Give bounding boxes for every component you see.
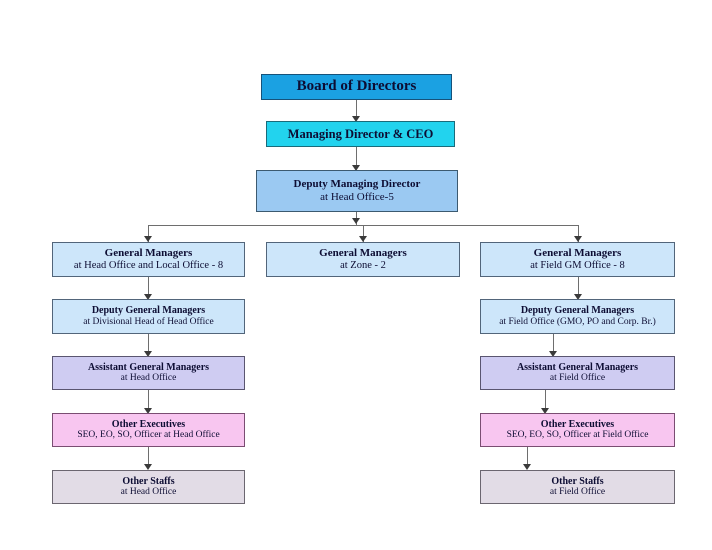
arrow-to-gm-zone [359, 236, 367, 242]
node-other-staffs-head-office-sub: at Head Office [120, 487, 177, 498]
arrow-dgm-to-agm-head-office [144, 351, 152, 357]
node-other-staffs-field-office-sub: at Field Office [549, 487, 606, 498]
node-general-managers-zone-sub: at Zone - 2 [340, 259, 386, 271]
connector-board-to-md [356, 100, 357, 118]
node-other-staffs-head-office[interactable]: Other Staffs at Head Office [52, 470, 245, 504]
node-assistant-general-managers-head-office[interactable]: Assistant General Managers at Head Offic… [52, 356, 245, 390]
arrow-to-gm-field [574, 236, 582, 242]
connector-exec-to-staff-field-office [527, 447, 528, 467]
arrow-agm-to-exec-field-office [541, 408, 549, 414]
arrow-gm-to-dgm-head-office [144, 294, 152, 300]
node-general-managers-zone[interactable]: General Managers at Zone - 2 [266, 242, 460, 277]
node-deputy-general-managers-field-office[interactable]: Deputy General Managers at Field Office … [480, 299, 675, 334]
arrow-gm-to-dgm-field-office [574, 294, 582, 300]
arrow-board-to-md [352, 116, 360, 122]
node-general-managers-head-office-sub: at Head Office and Local Office - 8 [73, 259, 224, 271]
node-other-staffs-head-office-title: Other Staffs [122, 475, 175, 487]
node-assistant-general-managers-head-office-title: Assistant General Managers [87, 361, 210, 373]
node-deputy-managing-director-sub: at Head Office-5 [320, 191, 394, 203]
arrow-dmd-bus [352, 218, 360, 224]
node-deputy-general-managers-head-office-title: Deputy General Managers [91, 305, 206, 316]
node-general-managers-head-office[interactable]: General Managers at Head Office and Loca… [52, 242, 245, 277]
node-assistant-general-managers-field-office-sub: at Field Office [549, 373, 606, 384]
arrow-exec-to-staff-field-office [523, 464, 531, 470]
arrow-to-gm-head-office [144, 236, 152, 242]
node-other-executives-field-office[interactable]: Other Executives SEO, EO, SO, Officer at… [480, 413, 675, 447]
arrow-dgm-to-agm-field-office [549, 351, 557, 357]
node-assistant-general-managers-head-office-sub: at Head Office [120, 373, 177, 384]
connector-agm-to-exec-field-office [545, 390, 546, 411]
node-general-managers-field-title: General Managers [533, 246, 622, 259]
arrow-agm-to-exec-head-office [144, 408, 152, 414]
node-general-managers-zone-title: General Managers [319, 246, 407, 259]
node-general-managers-field[interactable]: General Managers at Field GM Office - 8 [480, 242, 675, 277]
node-other-executives-field-office-sub: SEO, EO, SO, Officer at Field Office [506, 430, 649, 441]
connector-bus-to-gm-head-office [148, 225, 149, 242]
connector-dgm-to-agm-head-office [148, 334, 149, 354]
node-other-executives-head-office[interactable]: Other Executives SEO, EO, SO, Officer at… [52, 413, 245, 447]
connector-bus-to-gm-field [578, 225, 579, 242]
node-general-managers-field-sub: at Field GM Office - 8 [530, 259, 625, 271]
connector-gm-to-dgm-head-office [148, 277, 149, 297]
node-deputy-general-managers-head-office[interactable]: Deputy General Managers at Divisional He… [52, 299, 245, 334]
node-other-staffs-field-office[interactable]: Other Staffs at Field Office [480, 470, 675, 504]
node-managing-director[interactable]: Managing Director & CEO [266, 121, 455, 147]
connector-gm-to-dgm-field-office [578, 277, 579, 297]
node-other-staffs-field-office-title: Other Staffs [551, 475, 604, 487]
connector-exec-to-staff-head-office [148, 447, 149, 467]
connector-md-to-dmd [356, 147, 357, 167]
node-deputy-general-managers-head-office-sub: at Divisional Head of Head Office [83, 316, 214, 327]
node-deputy-managing-director[interactable]: Deputy Managing Director at Head Office-… [256, 170, 458, 212]
arrow-exec-to-staff-head-office [144, 464, 152, 470]
connector-agm-to-exec-head-office [148, 390, 149, 411]
node-general-managers-head-office-title: General Managers [104, 246, 193, 259]
arrow-md-to-dmd [352, 165, 360, 171]
node-managing-director-title: Managing Director & CEO [287, 126, 434, 141]
node-other-executives-head-office-title: Other Executives [111, 418, 186, 430]
node-deputy-general-managers-field-office-title: Deputy General Managers [520, 305, 635, 316]
node-other-executives-field-office-title: Other Executives [540, 418, 615, 430]
node-assistant-general-managers-field-office-title: Assistant General Managers [516, 361, 639, 373]
node-deputy-general-managers-field-office-sub: at Field Office (GMO, PO and Corp. Br.) [499, 316, 656, 327]
connector-dgm-to-agm-field-office [553, 334, 554, 354]
node-deputy-managing-director-title: Deputy Managing Director [293, 178, 421, 191]
node-assistant-general-managers-field-office[interactable]: Assistant General Managers at Field Offi… [480, 356, 675, 390]
node-other-executives-head-office-sub: SEO, EO, SO, Officer at Head Office [77, 430, 220, 441]
node-board-of-directors[interactable]: Board of Directors [261, 74, 452, 100]
node-board-of-directors-title: Board of Directors [296, 78, 417, 95]
connector-bus-to-gm-zone [363, 225, 364, 242]
